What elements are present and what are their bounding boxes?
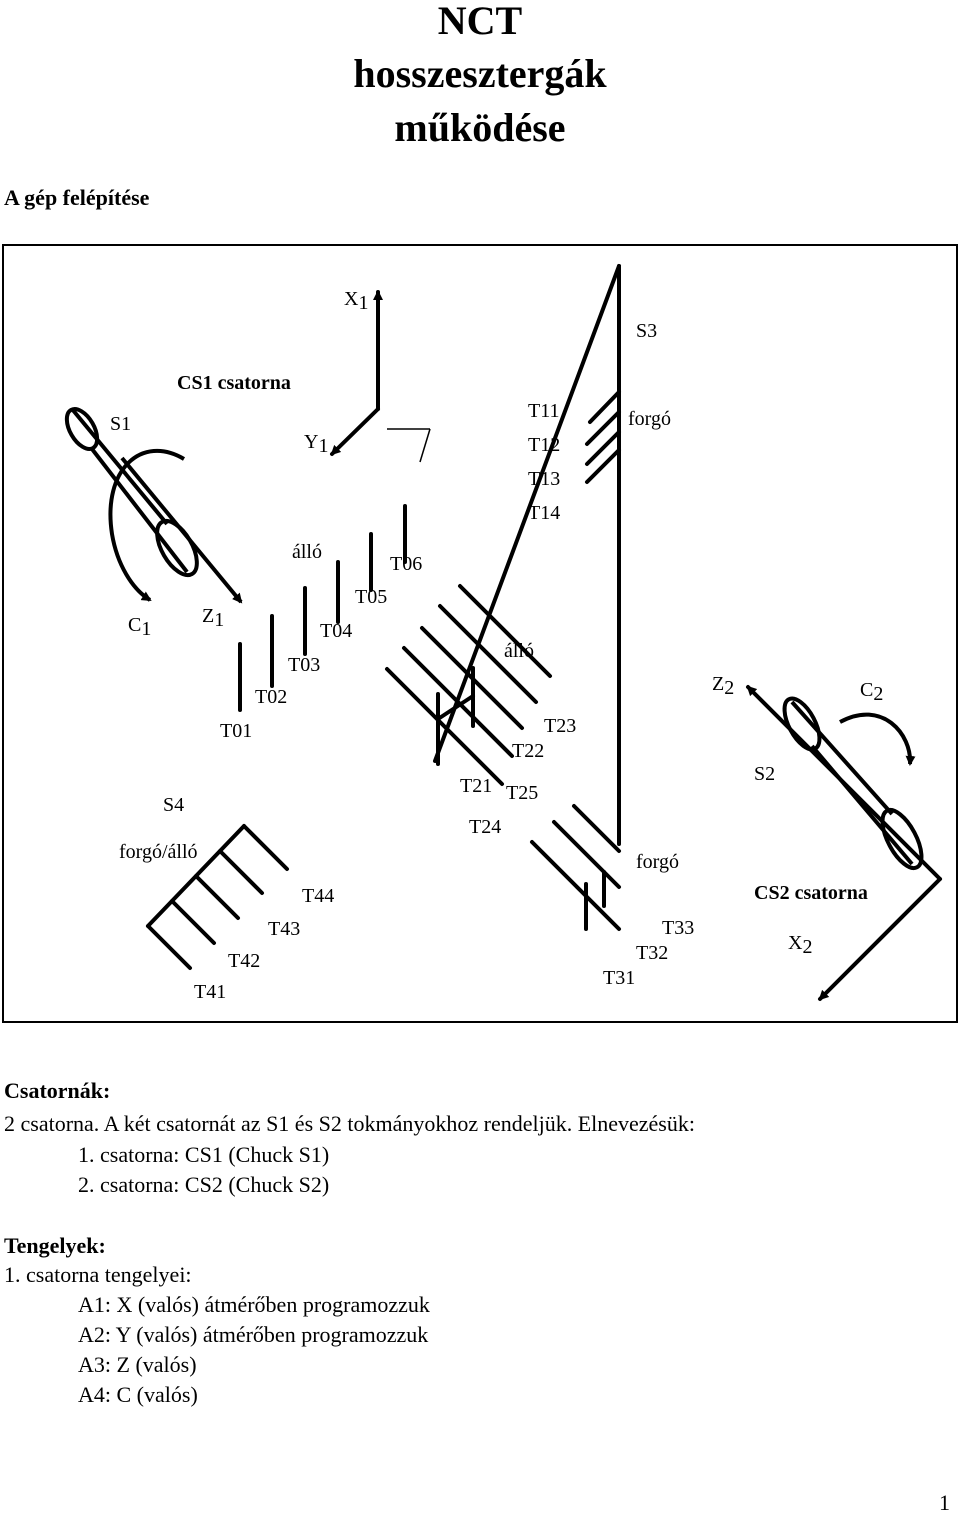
label-cs1: CS1 csatorna <box>177 372 291 394</box>
label-forgo-allo: forgó/álló <box>119 841 198 863</box>
label-t31: T31 <box>603 967 635 989</box>
label-t23: T23 <box>544 715 576 737</box>
label-t02: T02 <box>255 686 287 708</box>
label-t11: T11 <box>528 400 559 422</box>
label-t42: T42 <box>228 950 260 972</box>
section-channels-heading: Csatornák: <box>4 1078 111 1103</box>
label-s1: S1 <box>110 413 131 435</box>
label-s4: S4 <box>163 794 184 816</box>
label-z2: Z2 <box>712 673 734 699</box>
label-x1: X1 <box>344 288 368 314</box>
label-t33: T33 <box>662 917 694 939</box>
label-x2: X2 <box>788 932 812 958</box>
label-t25: T25 <box>506 782 538 804</box>
label-t01: T01 <box>220 720 252 742</box>
title-line-1: NCT <box>437 0 523 43</box>
z1-axis-arrow <box>120 456 243 604</box>
label-t44: T44 <box>302 885 334 907</box>
label-t12: T12 <box>528 434 560 456</box>
spindle-s1-back <box>64 407 100 451</box>
axis-item-2: A2: Y (valós) átmérőben programozzuk <box>78 1322 429 1347</box>
comb-lower-diagonal <box>242 824 289 871</box>
tool-block-connector <box>436 694 475 721</box>
label-t13: T13 <box>528 468 560 490</box>
channel-item-2: 2. csatorna: CS2 (Chuck S2) <box>78 1172 330 1197</box>
y1-reference-diagonal <box>419 428 431 463</box>
axis-item-3: A3: Z (valós) <box>78 1352 197 1377</box>
label-t24: T24 <box>469 816 501 838</box>
tool-t12 <box>585 410 621 446</box>
label-c1: C1 <box>128 614 151 640</box>
tool-t44 <box>218 849 264 895</box>
spindle-s1-edge-top <box>70 407 169 526</box>
section-channels-intro: 2 csatorna. A két csatornát az S1 és S2 … <box>4 1111 695 1136</box>
axis-item-1: A1: X (valós) átmérőben programozzuk <box>78 1292 430 1317</box>
label-t04: T04 <box>320 620 352 642</box>
label-s3: S3 <box>636 320 657 342</box>
tool-t41 <box>146 924 192 970</box>
diagram-frame <box>2 244 958 1023</box>
tool-t14 <box>585 448 621 484</box>
turret-diagonal <box>433 264 621 763</box>
tool-t25 <box>458 584 552 678</box>
label-s2: S2 <box>754 763 775 785</box>
label-t03: T03 <box>288 654 320 676</box>
label-forgo-bottom: forgó <box>636 851 679 873</box>
label-y1: Y1 <box>304 431 328 457</box>
label-cs2: CS2 csatorna <box>754 882 868 904</box>
tool-t33 <box>572 804 621 853</box>
spindle-s2-edge-top <box>790 700 894 816</box>
tool-t31 <box>530 840 621 931</box>
section-axes-heading: Tengelyek: <box>4 1233 106 1258</box>
label-t41: T41 <box>194 981 226 1003</box>
tool-t21 <box>385 667 504 786</box>
label-c2: C2 <box>860 679 883 705</box>
label-t06: T06 <box>390 553 422 575</box>
spindle-s1-edge-bottom <box>90 447 189 574</box>
section-axes-intro: 1. csatorna tengelyei: <box>4 1262 192 1287</box>
axis-item-4: A4: C (valós) <box>78 1382 198 1407</box>
title-line-3: működése <box>394 105 566 150</box>
label-t05: T05 <box>355 586 387 608</box>
label-t32: T32 <box>636 942 668 964</box>
label-allo-left: álló <box>292 541 322 563</box>
x2-axis-arrow <box>818 877 942 1001</box>
machine-diagram: X1 S3 CS1 csatorna S1 Y1 T11 T12 T13 T14… <box>2 244 958 1023</box>
tool-t22 <box>402 646 514 758</box>
tool-t42 <box>170 899 216 945</box>
label-t21: T21 <box>460 775 492 797</box>
y1-axis-arrow <box>330 407 380 456</box>
channel-item-1: 1. csatorna: CS1 (Chuck S1) <box>78 1142 330 1167</box>
section-subtitle: A gép felépítése <box>4 185 150 210</box>
label-forgo-top: forgó <box>628 408 671 430</box>
tool-t32 <box>552 820 621 889</box>
tool-t43 <box>194 874 240 920</box>
c1-rotation-arrow <box>108 448 186 602</box>
label-t22: T22 <box>512 740 544 762</box>
tool-t24 <box>438 604 538 704</box>
tool-t13 <box>585 430 621 466</box>
label-z1: Z1 <box>202 605 224 631</box>
label-t14: T14 <box>528 502 560 524</box>
c2-rotation-arrow <box>839 712 916 766</box>
label-allo-mid: álló <box>504 640 534 662</box>
page-number: 1 <box>939 1490 950 1515</box>
title-line-2: hosszesztergák <box>353 51 607 96</box>
label-t43: T43 <box>268 918 300 940</box>
spindle-s2-edge-bottom <box>810 744 914 866</box>
tool-t11 <box>588 390 621 424</box>
